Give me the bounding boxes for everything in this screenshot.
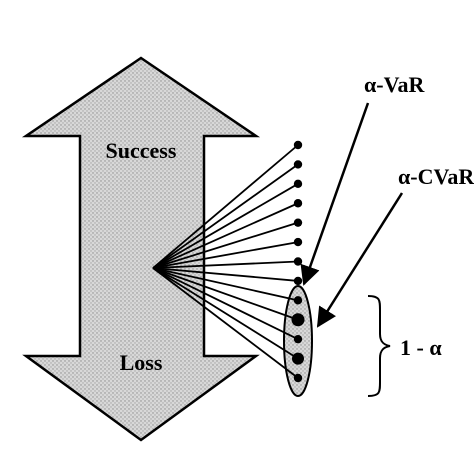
outcome-dot [292,352,304,365]
outcome-line [152,267,299,321]
outcome-dot [293,140,303,150]
outcome-dot [293,160,303,169]
outcome-line [152,241,299,269]
var-pointer-arrow [300,102,370,286]
var-label: α-VaR [364,72,425,97]
outcome-dot [293,296,303,305]
outcome-line [152,163,299,269]
outcome-fan [152,144,299,379]
loss-label: Loss [120,350,163,375]
outcome-line [152,267,299,340]
cvar-pointer-arrow [316,192,404,328]
outcome-dot [293,373,303,383]
outcome-dot [293,334,303,344]
outcome-dot [293,276,303,286]
outcome-line [152,202,299,269]
outcome-line [152,267,299,379]
outcome-dot [293,179,303,189]
success-label: Success [106,138,177,163]
outcome-line [152,267,299,282]
outcome-dots [291,140,305,383]
outcome-line [152,267,299,360]
outcome-line [152,144,299,269]
cvar-label: α-CVaR [398,164,474,189]
outcome-dot [293,218,303,227]
outcome-line [152,183,299,269]
outcome-dot [293,199,303,208]
outcome-dot [293,237,303,247]
tail-probability-label: 1 - α [400,335,442,360]
outcome-line [152,221,299,269]
double-arrow [21,56,261,442]
outcome-dot [291,313,305,327]
tail-brace [367,295,391,397]
outcome-dot [293,257,303,266]
outcome-line [152,260,299,269]
outcome-line [152,267,299,302]
